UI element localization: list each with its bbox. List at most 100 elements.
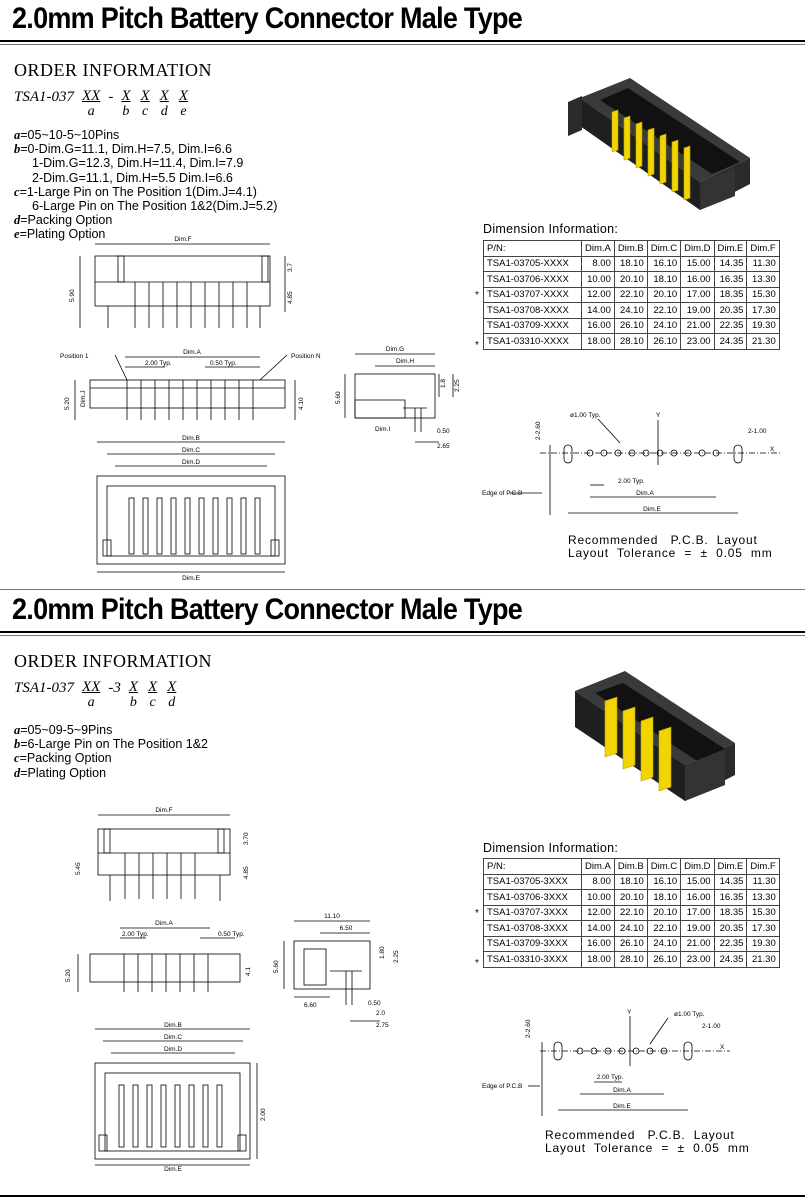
label-position-n: Position N [291, 353, 321, 360]
label-dim-f: Dim.F [174, 236, 191, 243]
label-dim-c: Dim.C [164, 1034, 182, 1041]
label-2-00-typ: 2.00 Typ. [618, 478, 645, 485]
pcb-note: Recommended P.C.B. Layout Layout Toleran… [545, 1128, 750, 1155]
pcb-note: Recommended P.C.B. Layout Layout Toleran… [568, 533, 773, 560]
label-2-25: 2.25 [454, 379, 461, 392]
top-view-drawing: Dim.A 2.00 Typ. 0.50 Typ. Position 1 Pos… [60, 349, 321, 420]
label-2-75: 2.75 [376, 1022, 389, 1029]
label-5-45: 5.45 [75, 862, 82, 875]
label-2-1-00: 2-1.00 [748, 428, 767, 435]
row-star: * [475, 958, 479, 969]
label-4-10: 4.10 [298, 397, 305, 410]
title-rule [0, 631, 805, 633]
label-dim-f: Dim.F [155, 807, 172, 814]
label-0-50-typ: 0.50 Typ. [218, 931, 245, 938]
connector-3d-render [575, 671, 735, 801]
label-dim-a: Dim.A [636, 490, 654, 497]
option-line: a=05~10-5~10Pins [14, 128, 120, 142]
label-dim-a: Dim.A [613, 1087, 631, 1094]
part-code: TSA1-037 [14, 89, 74, 105]
front-view-drawing: Dim.F 3.70 4.85 5.45 [75, 807, 250, 901]
label-dim-b: Dim.B [164, 1022, 182, 1029]
label-dim-j: Dim.J [80, 390, 87, 407]
label-dim-b: Dim.B [182, 435, 200, 442]
option-list: a=05~10-5~10Pins b=0-Dim.G=11.1, Dim.H=7… [14, 128, 277, 242]
label-5-20: 5.20 [65, 969, 72, 982]
bottom-rule [0, 1195, 805, 1197]
label-3-7: 3.7 [287, 263, 294, 272]
label-dim-e: Dim.E [182, 575, 200, 582]
label-5-90: 5.90 [69, 289, 76, 302]
label-dim-e: Dim.E [643, 506, 661, 513]
label-0-50: 0.50 [368, 1000, 381, 1007]
title-rule-thin [0, 635, 805, 636]
label-2-1-00: 2-1.00 [702, 1023, 721, 1030]
label-dim-c: Dim.C [182, 447, 200, 454]
label-2-0: 2.0 [376, 1010, 385, 1017]
label-edge-pcb: Edge of P.C.B [482, 490, 522, 497]
dimension-title: Dimension Information: [483, 222, 619, 236]
side-view-drawing: Dim.G Dim.H 5.60 1.8 2.25 Dim.I 0.50 2.6… [335, 346, 461, 450]
option-line: 1-Dim.G=12.3, Dim.H=11.4, Dim.I=7.9 [32, 156, 244, 171]
label-2-00-typ: 2.00 Typ. [145, 360, 172, 367]
connector-3d-render [568, 78, 750, 210]
label-5-20: 5.20 [64, 397, 71, 410]
option-line: c=Packing Option [14, 751, 112, 766]
label-5-60: 5.60 [273, 960, 280, 973]
label-y-axis: Y [656, 412, 661, 419]
label-6-50: 6.50 [340, 925, 353, 932]
pcb-layout-drawing: ø1.00 Typ. 2-2.60 2-1.00 Y X 2.00 Typ. D… [482, 1009, 730, 1116]
label-2-25: 2.25 [393, 950, 400, 963]
row-star: * [475, 290, 479, 301]
label-x-axis: X [720, 1044, 725, 1051]
part-sep: -3 [108, 680, 121, 696]
label-2-00-typ: 2.00 Typ. [122, 931, 149, 938]
front-view-drawing: Dim.F 3.7 4.85 5.90 [69, 236, 294, 328]
option-line: 2-Dim.G=11.1, Dim.H=5.5 Dim.I=6.6 [32, 170, 233, 185]
label-dim-e: Dim.E [613, 1103, 631, 1110]
label-dim-d: Dim.D [182, 459, 200, 466]
label-11-10: 11.10 [324, 913, 340, 920]
label-5-60: 5.60 [335, 391, 342, 404]
part-sep: - [108, 89, 114, 105]
label-2-2-60: 2-2.60 [525, 1019, 532, 1038]
top-view-drawing: Dim.A 2.00 Typ. 0.50 Typ. 5.20 4.1 [65, 920, 252, 992]
dimension-title: Dimension Information: [483, 841, 619, 855]
label-1-80: 1.80 [379, 946, 386, 959]
option-line: c=1-Large Pin on The Position 1(Dim.J=4.… [14, 184, 257, 199]
part-code: TSA1-037 [14, 680, 74, 696]
row-star: * [475, 340, 479, 351]
label-x-axis: X [770, 446, 775, 453]
label-1-8: 1.8 [440, 379, 447, 388]
label-4-1: 4.1 [245, 967, 252, 976]
section-1: 2.0mm Pitch Battery Connector Male Type … [0, 0, 805, 598]
page-title: 2.0mm Pitch Battery Connector Male Type [12, 593, 523, 626]
label-hole-dia: ø1.00 Typ. [674, 1011, 705, 1018]
option-line: b=6-Large Pin on The Position 1&2 [14, 737, 208, 752]
label-dim-a: Dim.A [155, 920, 173, 927]
label-position-1: Position 1 [60, 353, 89, 360]
option-line: b=0-Dim.G=11.1, Dim.H=7.5, Dim.I=6.6 [14, 142, 232, 157]
